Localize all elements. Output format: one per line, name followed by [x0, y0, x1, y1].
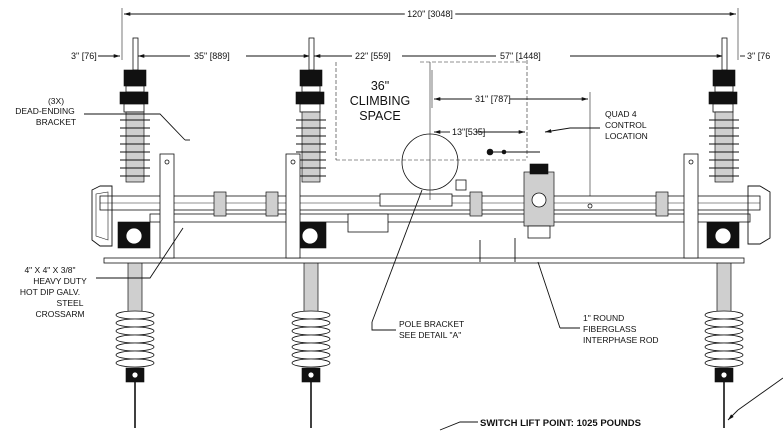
- dim-span-3: 57" [1448]: [500, 51, 541, 61]
- dim-right-end: 3" [76: [747, 51, 770, 61]
- note-quad-control: QUAD 4 CONTROL LOCATION: [605, 109, 648, 141]
- dimension-lines: [98, 8, 745, 206]
- bell-insulator-middle: [291, 310, 331, 368]
- crossarm-line-4: STEEL: [57, 298, 84, 308]
- bell-insulator-left: [115, 310, 155, 368]
- quad-line-2: CONTROL: [605, 120, 647, 130]
- dim-span-2: 22" [559]: [355, 51, 391, 61]
- rod-line-2: FIBERGLASS: [583, 324, 637, 334]
- dim-overall: 120" [3048]: [407, 9, 453, 19]
- climbing-line-2: CLIMBING: [350, 94, 410, 108]
- steel-crossarm: [91, 153, 771, 264]
- note-dead-ending-bracket: (3X) DEAD-ENDING BRACKET: [15, 96, 76, 127]
- climbing-line-3: SPACE: [359, 109, 400, 123]
- climbing-line-1: 36": [371, 79, 389, 93]
- dim-offset-31: 31" [787]: [475, 94, 511, 104]
- rod-line-1: 1" ROUND: [583, 313, 624, 323]
- note-pole-bracket: POLE BRACKET SEE DETAIL "A": [399, 319, 464, 340]
- crossarm-line-1: 4" X 4" X 3/8": [24, 265, 75, 275]
- quad-line-3: LOCATION: [605, 131, 648, 141]
- crossarm-line-5: CROSSARM: [35, 309, 84, 319]
- quad-line-1: QUAD 4: [605, 109, 637, 119]
- insulator-assembly-left: [115, 37, 155, 428]
- pole-bracket-line-1: POLE BRACKET: [399, 319, 464, 329]
- dim-left-end: 3" [76]: [71, 51, 97, 61]
- crossarm-line-3: HOT DIP GALV.: [20, 287, 80, 297]
- dim-offset-13: 13"[535]: [452, 127, 485, 137]
- note-crossarm: 4" X 4" X 3/8" HEAVY DUTY HOT DIP GALV. …: [20, 265, 87, 319]
- note-climbing-space: 36" CLIMBING SPACE: [350, 79, 410, 123]
- insulator-assembly-right: [704, 37, 744, 428]
- dead-ending-line-3: BRACKET: [36, 117, 76, 127]
- dead-ending-line-1: (3X): [48, 96, 64, 106]
- pole-bracket-line-2: SEE DETAIL "A": [399, 330, 461, 340]
- crossarm-line-2: HEAVY DUTY: [33, 276, 87, 286]
- dim-span-1: 35" [889]: [194, 51, 230, 61]
- quad-4-control: [486, 148, 593, 239]
- bell-insulator-right: [704, 310, 744, 368]
- rod-line-3: INTERPHASE ROD: [583, 335, 659, 345]
- note-interphase-rod: 1" ROUND FIBERGLASS INTERPHASE ROD: [583, 313, 659, 345]
- dead-ending-line-2: DEAD-ENDING: [15, 106, 75, 116]
- leader-lines: [84, 113, 783, 431]
- note-lift-point: SWITCH LIFT POINT: 1025 POUNDS: [480, 418, 641, 429]
